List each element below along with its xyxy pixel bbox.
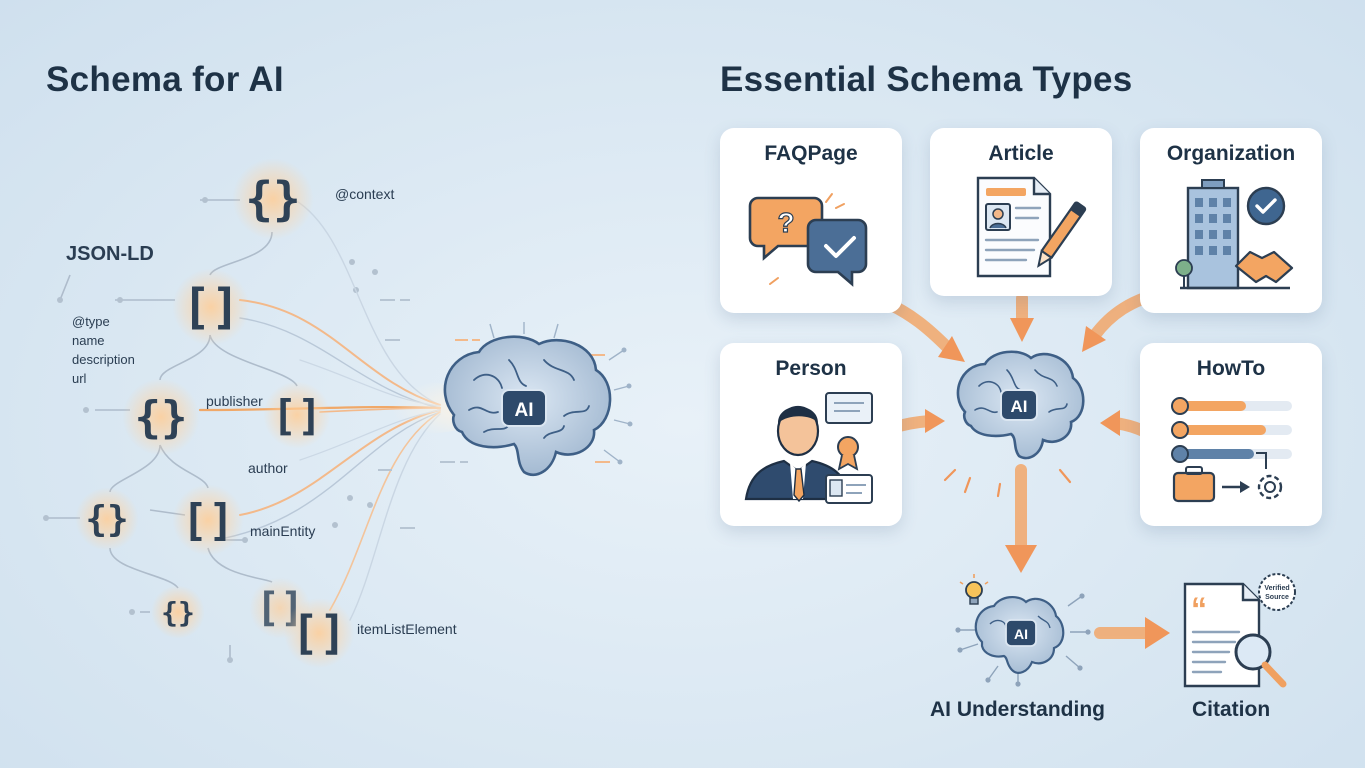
citation-label: Citation <box>1192 698 1271 721</box>
understanding-brain-icon: AI <box>955 574 1091 687</box>
center-brain-ai-text: AI <box>1011 397 1028 416</box>
object-node-publisher: {} <box>122 378 200 456</box>
context-object-node: {} <box>232 158 314 240</box>
card-person[interactable]: Person <box>720 343 902 526</box>
left-panel-title: Schema for AI <box>46 60 284 99</box>
author-label: author <box>248 460 288 476</box>
property-name: name <box>72 333 105 348</box>
publisher-label: publisher <box>206 393 263 409</box>
stamp-line-2: Source <box>1265 594 1289 601</box>
understanding-brain-ai-text: AI <box>1014 626 1028 642</box>
json-ld-label: JSON-LD <box>66 243 154 265</box>
card-person-title: Person <box>775 357 847 380</box>
object-node-small: {} <box>150 586 206 638</box>
item-list-array-node: [] <box>283 598 355 668</box>
property-type: @type <box>72 314 110 329</box>
organization-building-icon <box>1175 179 1294 290</box>
property-description: description <box>72 352 135 367</box>
brain-icon: AI <box>443 322 633 477</box>
card-organization-title: Organization <box>1166 142 1296 165</box>
array-node: [] <box>172 268 250 346</box>
publisher-array-node: [] <box>264 380 330 450</box>
main-entity-label: mainEntity <box>250 523 316 539</box>
citation-document-icon: “ Verified Source <box>1183 573 1296 688</box>
center-brain-icon: AI <box>956 350 1085 460</box>
person-profile-icon <box>744 392 873 504</box>
main-entity-array-node: [] <box>172 484 244 556</box>
card-howto[interactable]: HowTo <box>1140 343 1322 526</box>
item-list-element-label: itemListElement <box>357 621 457 637</box>
ai-understanding-label: AI Understanding <box>930 698 1106 721</box>
svg-text:“: “ <box>1191 591 1207 627</box>
card-article-title: Article <box>988 142 1054 165</box>
howto-steps-icon <box>1171 397 1292 503</box>
faq-chat-icon: ? <box>748 193 868 287</box>
card-faqpage-title: FAQPage <box>764 142 858 165</box>
article-document-icon <box>976 176 1087 278</box>
right-panel-title: Essential Schema Types <box>720 60 1133 99</box>
card-organization[interactable]: Organization <box>1140 128 1322 313</box>
card-faqpage[interactable]: FAQPage ? <box>720 128 902 313</box>
svg-text:?: ? <box>777 207 794 238</box>
card-article[interactable]: Article <box>930 128 1112 296</box>
stamp-line-1: Verified <box>1264 585 1289 592</box>
context-label: @context <box>335 186 395 202</box>
property-url: url <box>72 371 87 386</box>
card-howto-title: HowTo <box>1196 357 1266 380</box>
object-node-left: {} <box>74 488 140 550</box>
brain-ai-text: AI <box>515 400 534 421</box>
